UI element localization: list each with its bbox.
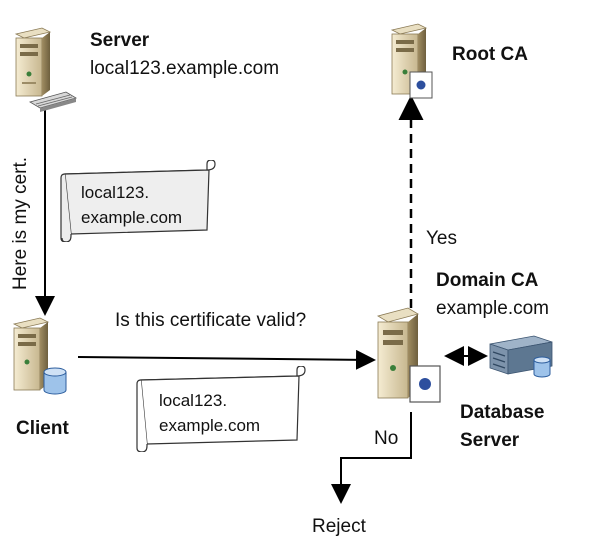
- yes-label: Yes: [426, 228, 457, 249]
- reject-label: Reject: [312, 516, 366, 537]
- domain-ca-server-icon: [376, 307, 441, 403]
- certificate-text: local123. example.com: [81, 180, 182, 230]
- certificate-line-2: example.com: [159, 416, 261, 435]
- server-hostname: local123.example.com: [90, 58, 280, 79]
- no-label: No: [374, 428, 399, 449]
- database-server-title-line2: Server: [460, 430, 520, 451]
- server-to-client-label: Here is my cert.: [10, 156, 31, 290]
- certificate-scroll-icon: [136, 366, 306, 452]
- certificate-line-2: example.com: [81, 208, 183, 227]
- client-to-domain-ca-arrow: [77, 349, 376, 370]
- certificate-scroll-icon: [60, 160, 216, 242]
- no-reject-arrow: [331, 412, 412, 504]
- server-title: Server: [90, 30, 150, 51]
- certificate-text: local123. example.com: [159, 388, 260, 438]
- certificate-scroll: local123. example.com: [133, 366, 309, 452]
- certificate-line-1: local123.: [81, 183, 150, 202]
- root-ca-server-icon: [390, 23, 433, 99]
- client-title: Client: [16, 418, 69, 439]
- certificate-line-1: local123.: [159, 391, 228, 410]
- root-ca-title: Root CA: [452, 44, 528, 65]
- validity-question-label: Is this certificate valid?: [115, 310, 307, 331]
- domain-ca-title: Domain CA: [436, 270, 539, 291]
- server-tower-icon: [14, 27, 78, 112]
- certificate-scroll: local123. example.com: [57, 160, 219, 242]
- domain-ca-domain: example.com: [436, 298, 549, 319]
- database-server-title-line1: Database: [460, 402, 545, 423]
- database-rack-icon: [489, 335, 553, 378]
- client-computer-icon: [12, 317, 67, 395]
